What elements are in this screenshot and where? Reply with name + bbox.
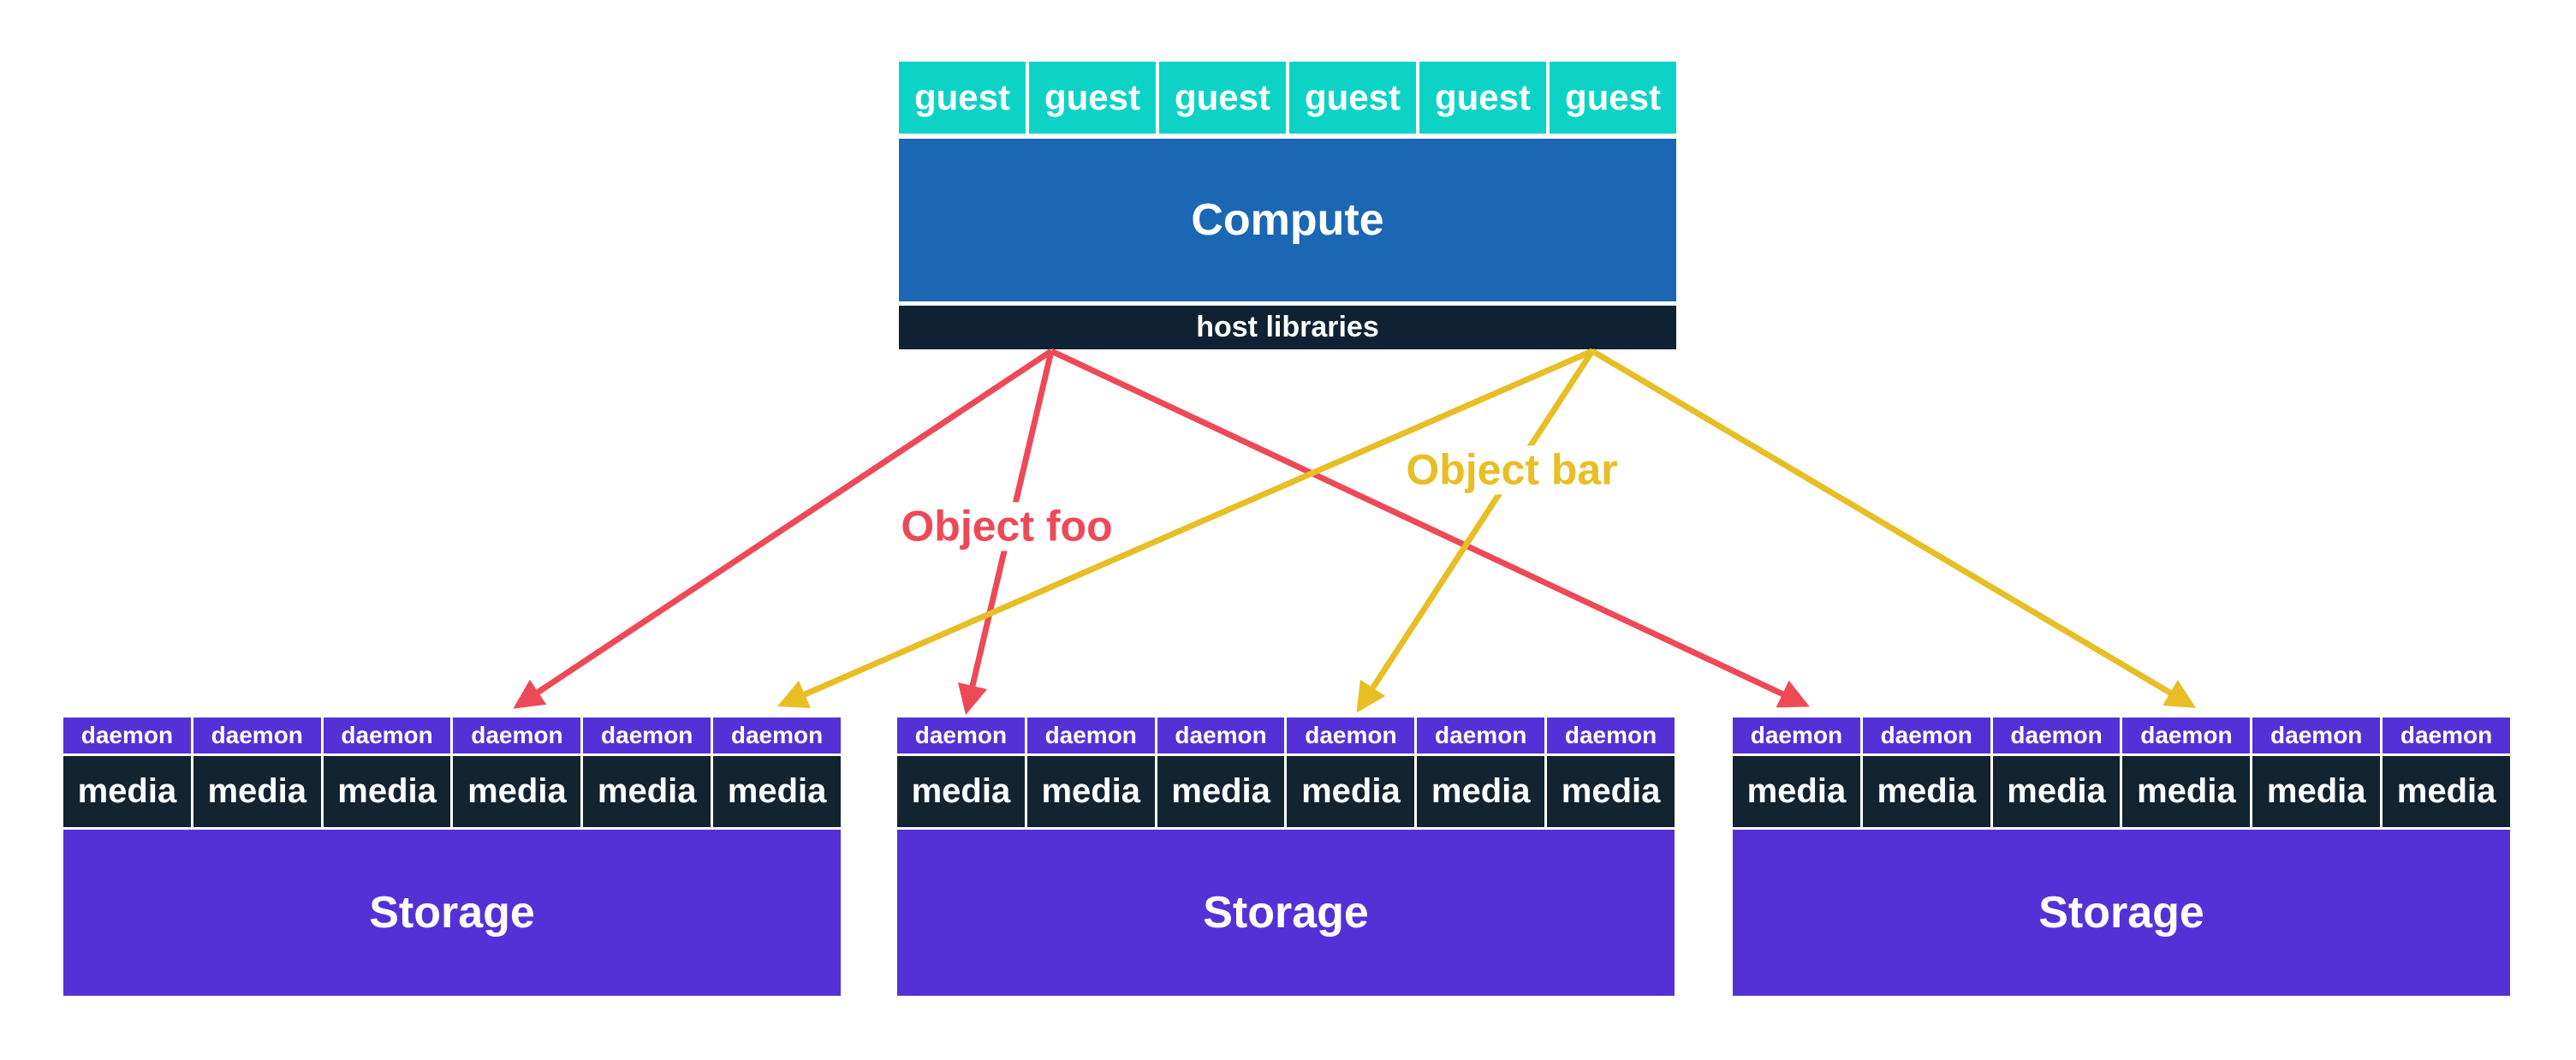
daemon-cell: daemon	[1992, 718, 2121, 753]
storage-block: Storage	[1733, 830, 2510, 996]
guest-row: guest guest guest guest guest guest	[899, 62, 1676, 134]
object-foo-label: Object foo	[892, 502, 1121, 551]
media-cell: media	[323, 756, 451, 827]
media-cell: media	[1862, 756, 1990, 827]
media-cell: media	[2383, 756, 2510, 827]
daemon-cell: daemon	[1026, 718, 1155, 753]
storage-block: Storage	[63, 830, 841, 996]
guest-cell: guest	[899, 62, 1026, 134]
daemon-cell: daemon	[2122, 718, 2251, 753]
daemon-cell: daemon	[713, 718, 841, 753]
media-cell: media	[193, 756, 321, 827]
daemon-cell: daemon	[1547, 718, 1675, 753]
media-row: media media media media media media	[897, 756, 1675, 827]
media-row: media media media media media media	[63, 756, 841, 827]
daemon-cell: daemon	[1157, 718, 1285, 753]
daemon-row: daemon daemon daemon daemon daemon daemo…	[897, 718, 1675, 753]
storage-cluster-3: daemon daemon daemon daemon daemon daemo…	[1733, 718, 2510, 996]
object-bar-arrow-cluster-3	[1591, 348, 2197, 708]
storage-block: Storage	[897, 830, 1675, 996]
media-cell: media	[1157, 756, 1285, 827]
media-cell: media	[1992, 756, 2121, 827]
media-row: media media media media media media	[1733, 756, 2510, 827]
daemon-cell: daemon	[1417, 718, 1545, 753]
daemon-cell: daemon	[1733, 718, 1860, 753]
daemon-cell: daemon	[193, 718, 321, 753]
daemon-cell: daemon	[323, 718, 451, 753]
daemon-cell: daemon	[1287, 718, 1415, 753]
media-cell: media	[453, 756, 581, 827]
daemon-cell: daemon	[1862, 718, 1990, 753]
guest-cell: guest	[1029, 62, 1156, 134]
object-bar-arrow-cluster-2	[1356, 349, 1595, 713]
daemon-cell: daemon	[2252, 718, 2381, 753]
guest-cell: guest	[1289, 62, 1416, 134]
guest-cell: guest	[1159, 62, 1286, 134]
guest-cell: guest	[1419, 62, 1546, 134]
daemon-cell: daemon	[63, 718, 191, 753]
media-cell: media	[1287, 756, 1415, 827]
media-cell: media	[1733, 756, 1860, 827]
media-cell: media	[2122, 756, 2251, 827]
daemon-cell: daemon	[897, 718, 1025, 753]
daemon-row: daemon daemon daemon daemon daemon daemo…	[63, 718, 841, 753]
object-bar-label: Object bar	[1397, 445, 1627, 495]
host-libraries-bar: host libraries	[899, 306, 1676, 349]
daemon-cell: daemon	[2383, 718, 2510, 753]
object-foo-arrow-cluster-3	[1050, 348, 1810, 708]
media-cell: media	[1026, 756, 1155, 827]
storage-cluster-2: daemon daemon daemon daemon daemon daemo…	[897, 718, 1675, 996]
daemon-row: daemon daemon daemon daemon daemon daemo…	[1733, 718, 2510, 753]
storage-cluster-1: daemon daemon daemon daemon daemon daemo…	[63, 718, 841, 996]
media-cell: media	[1547, 756, 1675, 827]
guest-cell: guest	[1550, 62, 1676, 134]
media-cell: media	[1417, 756, 1545, 827]
media-cell: media	[2252, 756, 2381, 827]
media-cell: media	[63, 756, 191, 827]
compute-block: Compute	[899, 139, 1676, 301]
compute-node: guest guest guest guest guest guest Comp…	[899, 62, 1676, 349]
media-cell: media	[897, 756, 1025, 827]
media-cell: media	[583, 756, 711, 827]
daemon-cell: daemon	[453, 718, 581, 753]
media-cell: media	[713, 756, 841, 827]
daemon-cell: daemon	[583, 718, 711, 753]
